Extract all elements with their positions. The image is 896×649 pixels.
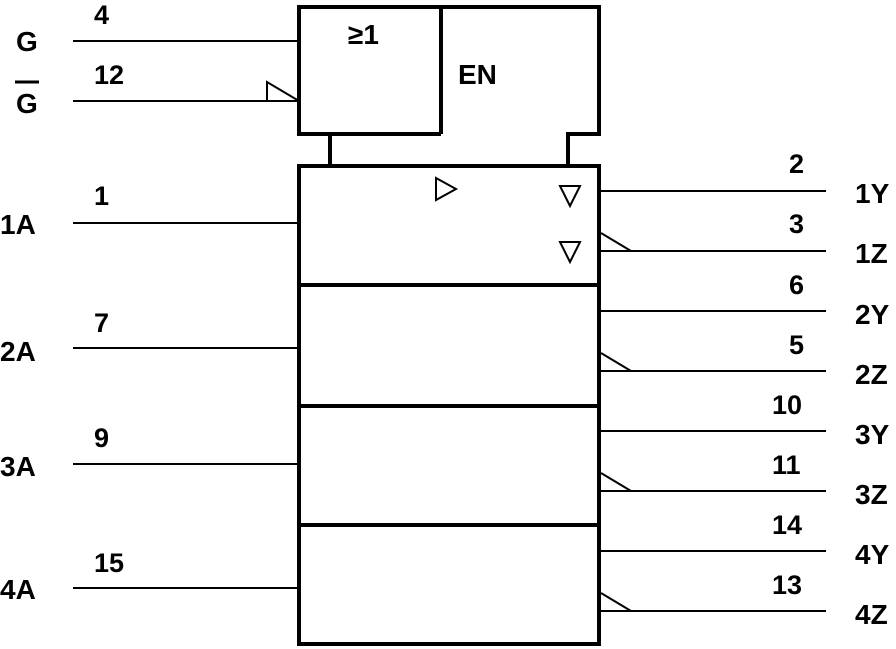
buffer-sections (297, 164, 601, 646)
g-bar-pin-number: 12 (94, 60, 124, 90)
4z-label: 4Z (855, 599, 888, 630)
three-state-output-icon-y (558, 185, 582, 209)
buffer-section-3 (297, 404, 601, 527)
2z-inverting-indicator-icon (600, 352, 632, 372)
4y-pin-number: 14 (772, 510, 802, 540)
or-symbol: ≥1 (348, 19, 379, 50)
3z-inverting-indicator-icon (600, 472, 632, 492)
g-bar-label: G (16, 88, 38, 119)
3a-label: 3A (0, 451, 36, 482)
3y-label: 3Y (855, 419, 890, 450)
4z-inverting-indicator-icon (600, 592, 632, 612)
3y-pin-number: 10 (772, 390, 802, 420)
1a-pin-number: 1 (94, 181, 109, 211)
active-low-indicator-icon (266, 80, 300, 102)
buffer-section-2 (297, 283, 601, 408)
2y-pin-number: 6 (789, 270, 804, 300)
3a-pin-number: 9 (94, 423, 109, 453)
1z-inverting-indicator-icon (600, 232, 632, 252)
control-block (297, 5, 601, 168)
g-label: G (16, 26, 38, 57)
enable-label: EN (458, 59, 497, 90)
4a-pin-number: 15 (94, 548, 124, 578)
4a-label: 4A (0, 574, 36, 605)
1z-pin-number: 3 (789, 209, 804, 239)
buffer-section-4 (297, 523, 601, 646)
4z-pin-number: 13 (772, 570, 802, 600)
2y-label: 2Y (855, 299, 890, 330)
2a-pin-number: 7 (94, 308, 109, 338)
three-state-output-icon-z (558, 241, 582, 265)
2z-pin-number: 5 (789, 330, 804, 360)
2a-label: 2A (0, 336, 36, 367)
3z-pin-number: 11 (772, 450, 801, 480)
control-block-outline (297, 5, 601, 168)
1y-label: 1Y (855, 178, 890, 209)
buffer-section-1 (297, 164, 601, 287)
1y-pin-number: 2 (789, 149, 804, 179)
1z-label: 1Z (855, 238, 888, 269)
4y-label: 4Y (855, 539, 890, 570)
g-pin-number: 4 (94, 0, 109, 30)
buffer-triangle-icon (435, 176, 459, 202)
2z-label: 2Z (855, 359, 888, 390)
3z-label: 3Z (855, 479, 888, 510)
1a-label: 1A (0, 209, 36, 240)
